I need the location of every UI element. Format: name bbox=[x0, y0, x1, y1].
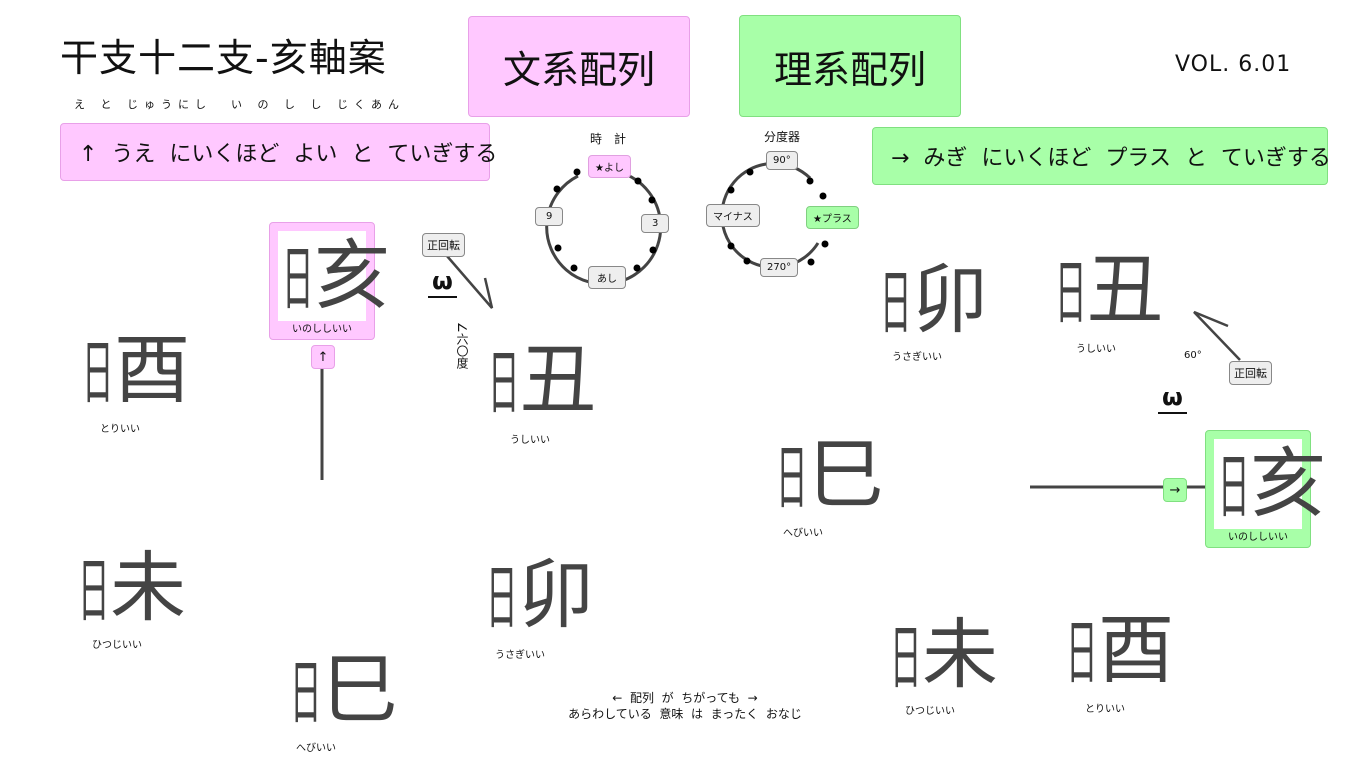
right-label-ushi: うしいい bbox=[1076, 344, 1116, 355]
left-angle-label: ∠六〇度 bbox=[455, 322, 469, 369]
right-label-tori: とりいい bbox=[1085, 704, 1125, 715]
title-furigana: え と じゅうにし い の し し じくあん bbox=[74, 98, 405, 111]
up-definition-note: ↑ うえ にいくほど よい と ていぎする bbox=[60, 123, 497, 181]
left-label-hitsuji: ひつじいい bbox=[92, 640, 142, 651]
footer-line-2: あらわしている 意味 は まったく おなじ bbox=[568, 707, 802, 721]
left-rotate-button[interactable]: 正回転 bbox=[422, 233, 465, 257]
right-arrow-button[interactable]: → bbox=[1163, 478, 1187, 502]
bunkei-layout-button[interactable]: 文系配列 bbox=[468, 16, 690, 117]
focus-glyph: 日亥 bbox=[282, 231, 390, 320]
left-glyph-tori: 日酉 bbox=[82, 325, 190, 414]
left-glyph-ushi: 日丑 bbox=[488, 335, 596, 424]
focus-glyph: 日亥 bbox=[1218, 439, 1326, 528]
right-label-hitsuji: ひつじいい bbox=[905, 706, 955, 717]
right-omega-label: ω bbox=[1158, 384, 1187, 415]
right-glyph-hebi: 日巳 bbox=[776, 430, 884, 519]
right-label-hebi: へびいい bbox=[783, 528, 823, 539]
footer-line-1: ← 配列 が ちがっても → bbox=[612, 691, 758, 705]
left-label-ushi: うしいい bbox=[510, 435, 550, 446]
right-rotate-button[interactable]: 正回転 bbox=[1229, 361, 1272, 385]
protractor-top-label: 90° bbox=[766, 151, 798, 170]
right-glyph-tori: 日酉 bbox=[1066, 605, 1174, 694]
right-angle-label: 60° bbox=[1184, 350, 1202, 361]
right-label-usagi: うさぎいい bbox=[892, 352, 942, 363]
left-omega-label: ω bbox=[428, 268, 457, 299]
clock-right-label: 3 bbox=[641, 214, 670, 233]
tick-dots bbox=[553, 168, 829, 272]
clock-title: 時 計 bbox=[590, 132, 627, 146]
right-glyph-usagi: 日卯 bbox=[880, 255, 988, 344]
version-label: VOL. 6.01 bbox=[1175, 52, 1292, 77]
right-rotation-arrow bbox=[1193, 310, 1241, 361]
clock-bottom-label: あし bbox=[588, 266, 626, 289]
left-glyph-usagi: 日卯 bbox=[486, 550, 594, 639]
page-title: 干支十二支-亥軸案 bbox=[60, 36, 387, 80]
up-arrow-button[interactable]: ↑ bbox=[311, 345, 335, 369]
right-glyph-ushi: 日丑 bbox=[1055, 245, 1163, 334]
rikei-layout-button[interactable]: 理系配列 bbox=[739, 15, 961, 117]
clock-top-label: ★よし bbox=[588, 155, 631, 178]
left-glyph-hebi: 日巳 bbox=[290, 645, 398, 734]
footer-note: ← 配列 が ちがっても → あらわしている 意味 は まったく おなじ bbox=[560, 690, 810, 722]
clock-left-label: 9 bbox=[535, 207, 564, 226]
protractor-title: 分度器 bbox=[764, 130, 801, 144]
right-focus-card[interactable]: 日亥 いのししいい bbox=[1205, 430, 1326, 548]
left-label-hebi: へびいい bbox=[296, 743, 336, 754]
left-rotation-arrow bbox=[446, 255, 494, 309]
left-label-tori: とりいい bbox=[100, 424, 140, 435]
protractor-right-label: ★プラス bbox=[806, 206, 859, 229]
left-label-usagi: うさぎいい bbox=[495, 650, 545, 661]
left-focus-card[interactable]: 日亥 いのししいい bbox=[269, 222, 390, 340]
right-definition-note: → みぎ にいくほど プラス と ていぎする bbox=[872, 127, 1331, 185]
focus-label: いのししいい bbox=[1228, 532, 1288, 543]
left-glyph-hitsuji: 日未 bbox=[78, 543, 186, 632]
right-glyph-hitsuji: 日未 bbox=[890, 610, 998, 699]
focus-label: いのししいい bbox=[292, 324, 352, 335]
protractor-left-label: マイナス bbox=[706, 204, 760, 227]
protractor-bottom-label: 270° bbox=[760, 258, 799, 277]
